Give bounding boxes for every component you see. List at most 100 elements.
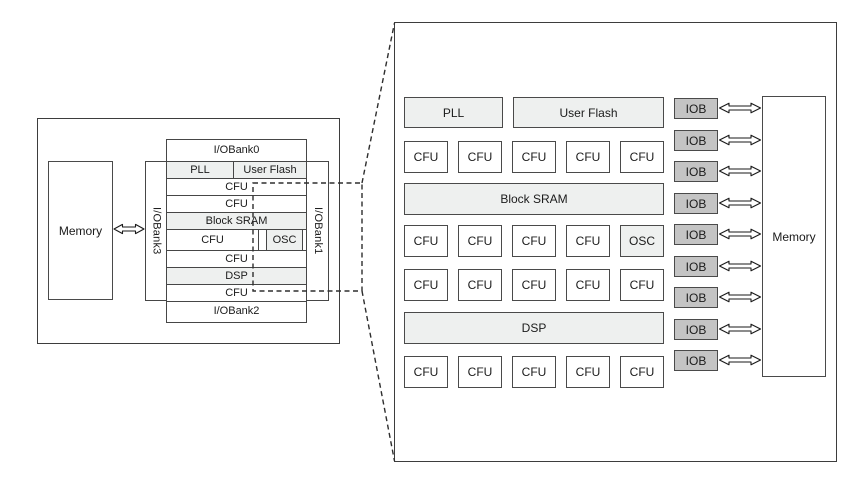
detail-cfu-label: CFU xyxy=(467,278,493,292)
detail-cfu-box: CFU xyxy=(512,269,556,301)
detail-cfu-label: CFU xyxy=(413,150,439,164)
overview-row-cfu-1: CFU xyxy=(166,178,307,196)
detail-iob-box: IOB xyxy=(674,161,718,182)
detail-cfu-box: CFU xyxy=(620,269,664,301)
detail-cfu-label: CFU xyxy=(629,365,655,379)
overview-row-cfu-osc: CFU OSC xyxy=(166,229,307,251)
detail-cfu-label: CFU xyxy=(575,150,601,164)
detail-iob-label: IOB xyxy=(685,353,707,368)
detail-iob-box: IOB xyxy=(674,193,718,214)
detail-cfu-label: CFU xyxy=(413,234,439,248)
detail-cfu-label: CFU xyxy=(467,234,493,248)
detail-memory-label: Memory xyxy=(772,229,816,244)
detail-cfu-label: CFU xyxy=(629,278,655,292)
overview-row-pll-userflash: PLL User Flash xyxy=(166,161,307,179)
overview-row-block-sram: Block SRAM xyxy=(166,212,307,230)
overview-iobank2-label: I/OBank2 xyxy=(213,305,260,317)
detail-cfu-label: CFU xyxy=(521,365,547,379)
overview-iobank1-strip: I/OBank1 xyxy=(306,161,329,301)
overview-row-cfu-4: CFU xyxy=(166,284,307,302)
overview-memory-box: Memory xyxy=(48,161,113,300)
detail-group: PLL User Flash CFU CFU CFU CFU CFU Block… xyxy=(394,22,837,462)
double-arrow-icon xyxy=(718,134,762,146)
detail-cfu-box: CFU xyxy=(512,141,556,173)
detail-cfu-box: CFU xyxy=(620,356,664,388)
overview-user-flash-box: User Flash xyxy=(234,162,306,178)
detail-iob-box: IOB xyxy=(674,130,718,151)
detail-memory-box: Memory xyxy=(762,96,826,377)
overview-iobank2-box: I/OBank2 xyxy=(166,300,307,323)
detail-cfu-box: CFU xyxy=(566,356,610,388)
overview-pll-label: PLL xyxy=(190,163,210,176)
detail-cfu-label: CFU xyxy=(521,150,547,164)
overview-row-dsp: DSP xyxy=(166,267,307,285)
detail-iob-box: IOB xyxy=(674,256,718,277)
detail-cfu-box: CFU xyxy=(404,269,448,301)
detail-cfu-label: CFU xyxy=(575,234,601,248)
detail-cfu-box: CFU xyxy=(458,141,502,173)
overview-cfu-label: CFU xyxy=(225,252,248,265)
detail-iob-label: IOB xyxy=(685,133,707,148)
detail-iob-label: IOB xyxy=(685,164,707,179)
detail-cfu-label: CFU xyxy=(629,150,655,164)
overview-row-cfu-2: CFU xyxy=(166,195,307,213)
detail-cfu-box: CFU xyxy=(620,141,664,173)
overview-iobank0-label: I/OBank0 xyxy=(213,144,260,156)
detail-block-sram-label: Block SRAM xyxy=(500,192,568,206)
detail-cfu-box: CFU xyxy=(458,356,502,388)
overview-osc-label: OSC xyxy=(272,233,297,246)
detail-cfu-label: CFU xyxy=(575,365,601,379)
detail-iob-label: IOB xyxy=(685,322,707,337)
detail-iob-label: IOB xyxy=(685,101,707,116)
overview-block-sram-label: Block SRAM xyxy=(205,214,268,227)
overview-cfu-box: CFU xyxy=(167,230,259,250)
overview-iobank3-strip: I/OBank3 xyxy=(145,161,167,301)
double-arrow-icon xyxy=(718,354,762,366)
detail-cfu-box: CFU xyxy=(566,269,610,301)
detail-osc-label: OSC xyxy=(628,234,655,248)
detail-block-sram-box: Block SRAM xyxy=(404,183,664,215)
detail-cfu-box: CFU xyxy=(458,225,502,257)
detail-cfu-box: CFU xyxy=(512,225,556,257)
detail-iob-box: IOB xyxy=(674,350,718,371)
detail-iob-box: IOB xyxy=(674,319,718,340)
detail-osc-box: OSC xyxy=(620,225,664,257)
detail-cfu-label: CFU xyxy=(467,150,493,164)
detail-cfu-box: CFU xyxy=(458,269,502,301)
overview-cfu-label: CFU xyxy=(225,180,248,193)
overview-iobank3-label: I/OBank3 xyxy=(150,207,163,255)
double-arrow-icon xyxy=(718,323,762,335)
double-arrow-icon xyxy=(718,260,762,272)
detail-cfu-box: CFU xyxy=(404,356,448,388)
double-arrow-icon xyxy=(718,197,762,209)
detail-cfu-label: CFU xyxy=(575,278,601,292)
overview-row-cfu-3: CFU xyxy=(166,250,307,268)
overview-memory-label: Memory xyxy=(58,223,103,238)
detail-cfu-label: CFU xyxy=(413,278,439,292)
overview-dsp-label: DSP xyxy=(225,269,248,282)
double-arrow-icon xyxy=(113,223,145,235)
detail-cfu-box: CFU xyxy=(512,356,556,388)
overview-pll-box: PLL xyxy=(167,162,234,178)
detail-user-flash-label: User Flash xyxy=(559,105,618,120)
detail-cfu-label: CFU xyxy=(521,278,547,292)
detail-iob-box: IOB xyxy=(674,98,718,119)
double-arrow-icon xyxy=(718,228,762,240)
double-arrow-icon xyxy=(718,102,762,114)
detail-dsp-box: DSP xyxy=(404,312,664,344)
overview-user-flash-label: User Flash xyxy=(243,163,297,176)
detail-cfu-label: CFU xyxy=(413,365,439,379)
detail-iob-label: IOB xyxy=(685,196,707,211)
detail-cfu-box: CFU xyxy=(404,141,448,173)
detail-cfu-label: CFU xyxy=(467,365,493,379)
detail-iob-box: IOB xyxy=(674,224,718,245)
detail-cfu-box: CFU xyxy=(566,225,610,257)
overview-cfu-label: CFU xyxy=(225,197,248,210)
double-arrow-icon xyxy=(718,291,762,303)
detail-iob-label: IOB xyxy=(685,259,707,274)
detail-user-flash-box: User Flash xyxy=(513,97,664,128)
overview-cfu-label: CFU xyxy=(201,233,224,246)
detail-pll-box: PLL xyxy=(404,97,503,128)
overview-osc-box: OSC xyxy=(266,229,303,251)
